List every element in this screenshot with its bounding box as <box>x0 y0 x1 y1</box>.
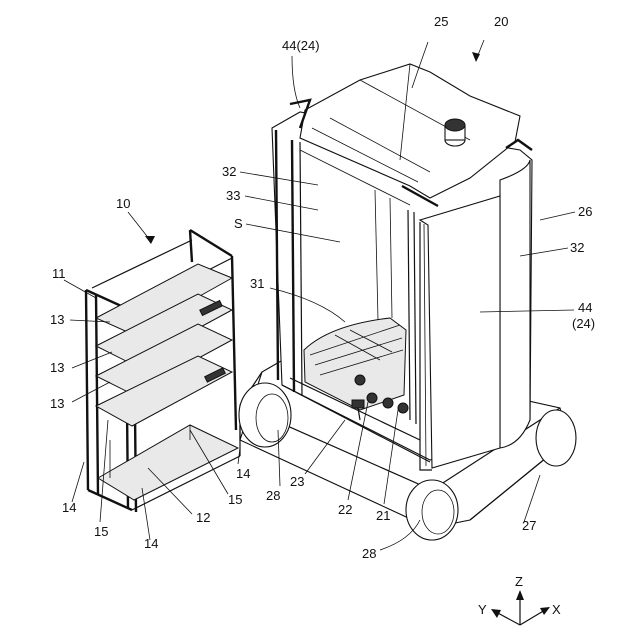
label-14-right: 14 <box>236 466 250 481</box>
label-11: 11 <box>52 266 66 281</box>
label-32-left: 32 <box>222 164 236 179</box>
label-15-right: 15 <box>228 492 242 507</box>
label-20: 20 <box>494 14 508 29</box>
shelf-unit-10 <box>86 230 240 512</box>
label-13-a: 13 <box>50 312 64 327</box>
label-22: 22 <box>338 502 352 517</box>
label-26: 26 <box>578 204 592 219</box>
label-S: S <box>234 216 243 231</box>
label-27: 27 <box>522 518 536 533</box>
label-24-right: (24) <box>572 316 595 331</box>
label-13-c: 13 <box>50 396 64 411</box>
label-44-24-top: 44(24) <box>282 38 320 53</box>
label-15-left: 15 <box>94 524 108 539</box>
axis-x-label: X <box>552 602 561 617</box>
axis-y-label: Y <box>478 602 487 617</box>
wheel-28-front <box>406 480 458 540</box>
label-14-left: 14 <box>62 500 76 515</box>
top-knob <box>445 119 465 146</box>
axis-z-label: Z <box>515 574 523 589</box>
label-10: 10 <box>116 196 130 211</box>
label-32-right: 32 <box>570 240 584 255</box>
label-28-bottom: 28 <box>362 546 376 561</box>
label-23: 23 <box>290 474 304 489</box>
label-14-bottom: 14 <box>144 536 158 551</box>
label-31: 31 <box>250 276 264 291</box>
label-25: 25 <box>434 14 448 29</box>
label-13-b: 13 <box>50 360 64 375</box>
wheel-28-right <box>536 410 576 466</box>
axis-indicator: Z Y X <box>478 574 561 625</box>
label-12: 12 <box>196 510 210 525</box>
label-44-right: 44 <box>578 300 592 315</box>
label-33: 33 <box>226 188 240 203</box>
label-28-left: 28 <box>266 488 280 503</box>
label-21: 21 <box>376 508 390 523</box>
wheel-28-left <box>239 383 291 447</box>
